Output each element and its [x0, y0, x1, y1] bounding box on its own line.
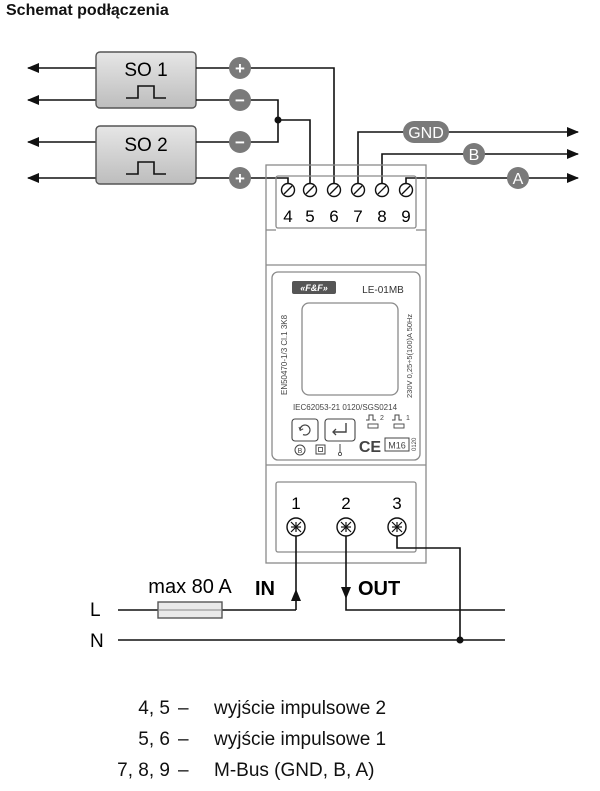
gnd-label: GND [408, 125, 444, 142]
legend-row: 4, 5 – wyjście impulsowe 2 [0, 698, 600, 729]
legend-description: wyjście impulsowe 1 [214, 729, 387, 750]
legend-terms: 5, 6 [138, 729, 170, 750]
pulse-label-2: 2 [380, 415, 384, 422]
terminal-6-label: 6 [329, 207, 338, 226]
bottom-terminals: 1 2 3 [286, 494, 407, 537]
wiring-diagram: SO 1 SO 2 + − − + GND [27, 51, 579, 652]
legend-terms: 7, 8, 9 [117, 760, 170, 781]
so2-minus-sign: − [235, 133, 245, 152]
so-terminal-wires [196, 67, 335, 190]
power-wires [118, 536, 505, 641]
refresh-button-icon [291, 418, 319, 442]
so-output-wires [27, 63, 96, 183]
terminal-1-label: 1 [291, 494, 300, 513]
mbus-labels: GND B A [403, 121, 529, 189]
fuse [157, 601, 223, 619]
b-label: B [469, 147, 480, 164]
legend-description: M-Bus (GND, B, A) [214, 760, 375, 781]
m-mark-sub: 0120 [412, 437, 418, 451]
terminal-legend: 4, 5 – wyjście impulsowe 2 5, 6 – wyjści… [0, 698, 600, 791]
so1-label: SO 1 [124, 60, 167, 81]
polarity-markers: + − − + [229, 57, 251, 189]
out-label: OUT [358, 578, 400, 600]
so1-module: SO 1 [95, 51, 197, 109]
so2-label: SO 2 [124, 135, 167, 156]
model-label: LE-01MB [362, 285, 404, 296]
square-icon [315, 444, 326, 455]
terminal-4-label: 4 [283, 207, 292, 226]
in-label: IN [255, 578, 275, 600]
legend-row: 7, 8, 9 – M-Bus (GND, B, A) [0, 760, 600, 791]
legend-terms: 4, 5 [138, 698, 170, 719]
side-text-right: 230V 0,25÷5(100)A 50Hz [405, 314, 414, 398]
legend-row: 5, 6 – wyjście impulsowe 1 [0, 729, 600, 760]
l-line-label: L [90, 600, 101, 621]
fuse-label: max 80 A [148, 576, 232, 598]
legend-dash: – [178, 698, 189, 719]
b-button-icon [294, 444, 306, 456]
junction-dot [274, 116, 282, 124]
terminal-7-label: 7 [353, 207, 362, 226]
m-mark: M16 [388, 441, 406, 451]
legend-description: wyjście impulsowe 2 [214, 698, 387, 719]
so2-module: SO 2 [95, 125, 197, 185]
legend-dash: – [178, 760, 189, 781]
a-label: A [513, 171, 524, 188]
terminal-5-label: 5 [305, 207, 314, 226]
pulse-label-1: 1 [406, 415, 410, 422]
meter-housing [265, 164, 427, 564]
neutral-junction-dot [456, 636, 464, 644]
ce-mark: CE [359, 439, 382, 456]
terminal-2-label: 2 [341, 494, 350, 513]
so2-plus-sign: + [235, 169, 245, 188]
top-terminals: 4 5 6 7 8 9 [280, 182, 414, 226]
page-title: Schemat podłączenia [6, 2, 169, 19]
legend-dash: – [178, 729, 189, 750]
cert-text: IEC62053-21 0120/SGS0214 [293, 403, 398, 412]
brand-logo: «F&F» [300, 283, 328, 293]
terminal-9-label: 9 [401, 207, 410, 226]
so1-minus-sign: − [235, 91, 245, 110]
n-line-label: N [90, 631, 104, 652]
svg-text:B: B [298, 448, 303, 455]
enter-button-icon [324, 418, 356, 442]
meter-front-panel: «F&F» LE-01MB EN50470-1/3 Cl.1 3K8 230V … [280, 281, 418, 456]
terminal-3-label: 3 [392, 494, 401, 513]
so1-plus-sign: + [235, 59, 245, 78]
terminal-8-label: 8 [377, 207, 386, 226]
side-text-left: EN50470-1/3 Cl.1 3K8 [280, 314, 289, 395]
